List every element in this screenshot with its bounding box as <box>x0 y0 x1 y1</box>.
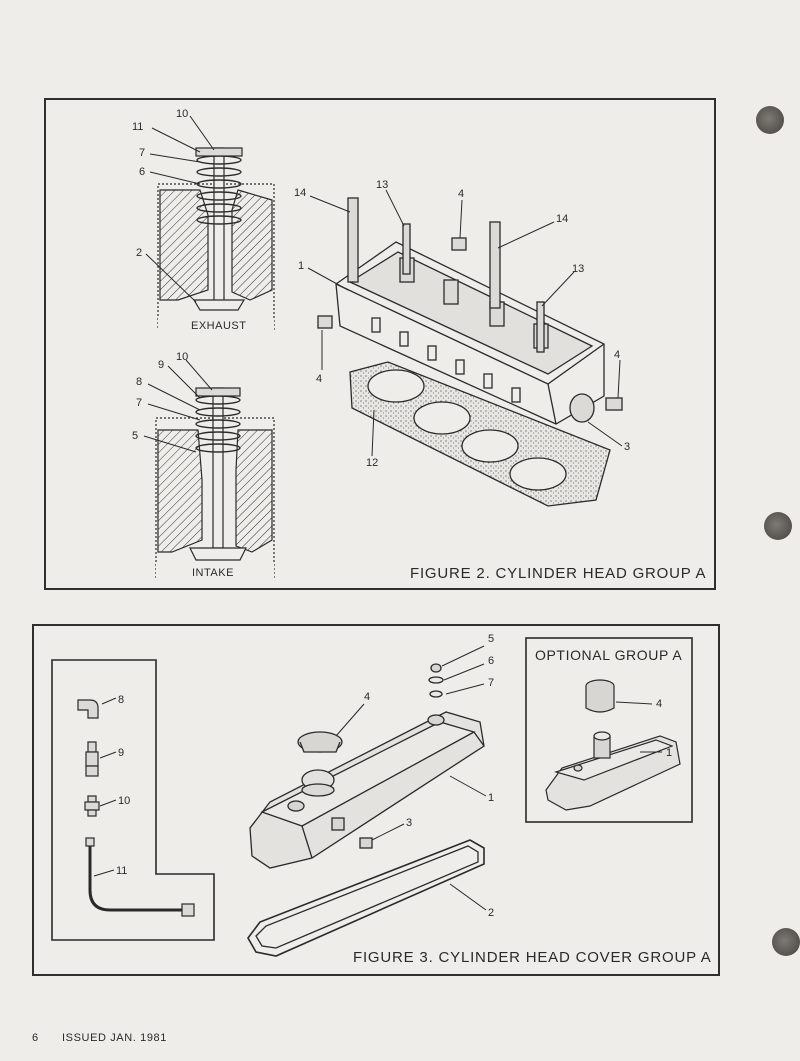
callout-head-4b: 4 <box>316 373 322 385</box>
issue-date: ISSUED JAN. 1981 <box>62 1032 167 1044</box>
callout-intake-7: 7 <box>136 397 142 409</box>
callout-optional-4: 4 <box>656 698 662 710</box>
fittings-inset-frame <box>51 659 215 941</box>
optional-group-title: OPTIONAL GROUP A <box>535 647 683 663</box>
callout-fitting-9: 9 <box>118 747 124 759</box>
optional-group-frame <box>525 637 693 823</box>
callout-head-4c: 4 <box>614 349 620 361</box>
callout-cover-7: 7 <box>488 677 494 689</box>
cylinder-head-drawing <box>317 197 623 507</box>
callout-head-14b: 14 <box>556 213 568 225</box>
fittings-leader-lines <box>93 697 117 877</box>
callout-optional-1: 1 <box>666 747 672 759</box>
callout-cover-4: 4 <box>364 691 370 703</box>
page-number: 6 <box>32 1032 39 1044</box>
callout-intake-10: 10 <box>176 351 188 363</box>
callout-fitting-8: 8 <box>118 694 124 706</box>
callout-cover-2: 2 <box>488 907 494 919</box>
binder-hole-top <box>756 106 784 134</box>
intake-label: INTAKE <box>192 567 234 579</box>
callout-cover-3: 3 <box>406 817 412 829</box>
callout-cover-1: 1 <box>488 792 494 804</box>
callout-cover-6: 6 <box>488 655 494 667</box>
callout-fitting-10: 10 <box>118 795 130 807</box>
intake-valve-cutaway <box>155 387 275 580</box>
figure-3-frame <box>32 624 720 976</box>
fittings-drawing <box>77 699 195 917</box>
figure-3-caption: FIGURE 3. CYLINDER HEAD COVER GROUP A <box>353 949 712 966</box>
binder-hole-middle <box>764 512 792 540</box>
callout-exhaust-11: 11 <box>132 121 143 133</box>
callout-intake-5: 5 <box>132 430 138 442</box>
callout-head-12: 12 <box>366 457 378 469</box>
figure-2-caption: FIGURE 2. CYLINDER HEAD GROUP A <box>410 565 707 582</box>
callout-exhaust-7: 7 <box>139 147 145 159</box>
callout-head-3: 3 <box>624 441 630 453</box>
callout-head-13a: 13 <box>376 179 388 191</box>
rocker-cover-drawing <box>247 663 485 957</box>
callout-head-13b: 13 <box>572 263 584 275</box>
callout-exhaust-2: 2 <box>136 247 142 259</box>
callout-intake-8: 8 <box>136 376 142 388</box>
optional-leader-lines <box>615 701 662 753</box>
callout-exhaust-10: 10 <box>176 108 188 120</box>
callout-head-1: 1 <box>298 260 304 272</box>
cover-leader-lines <box>335 645 487 911</box>
exhaust-label: EXHAUST <box>191 320 246 332</box>
exhaust-valve-cutaway <box>157 147 275 332</box>
callout-cover-5: 5 <box>488 633 494 645</box>
binder-hole-bottom <box>772 928 800 956</box>
optional-group-drawing <box>545 679 681 811</box>
callout-fitting-11: 11 <box>116 865 127 877</box>
callout-head-4a: 4 <box>458 188 464 200</box>
callout-head-14a: 14 <box>294 187 306 199</box>
figure-2-leader-lines <box>143 115 623 457</box>
figure-2-frame <box>44 98 716 590</box>
callout-intake-9: 9 <box>158 359 164 371</box>
callout-exhaust-6: 6 <box>139 166 145 178</box>
